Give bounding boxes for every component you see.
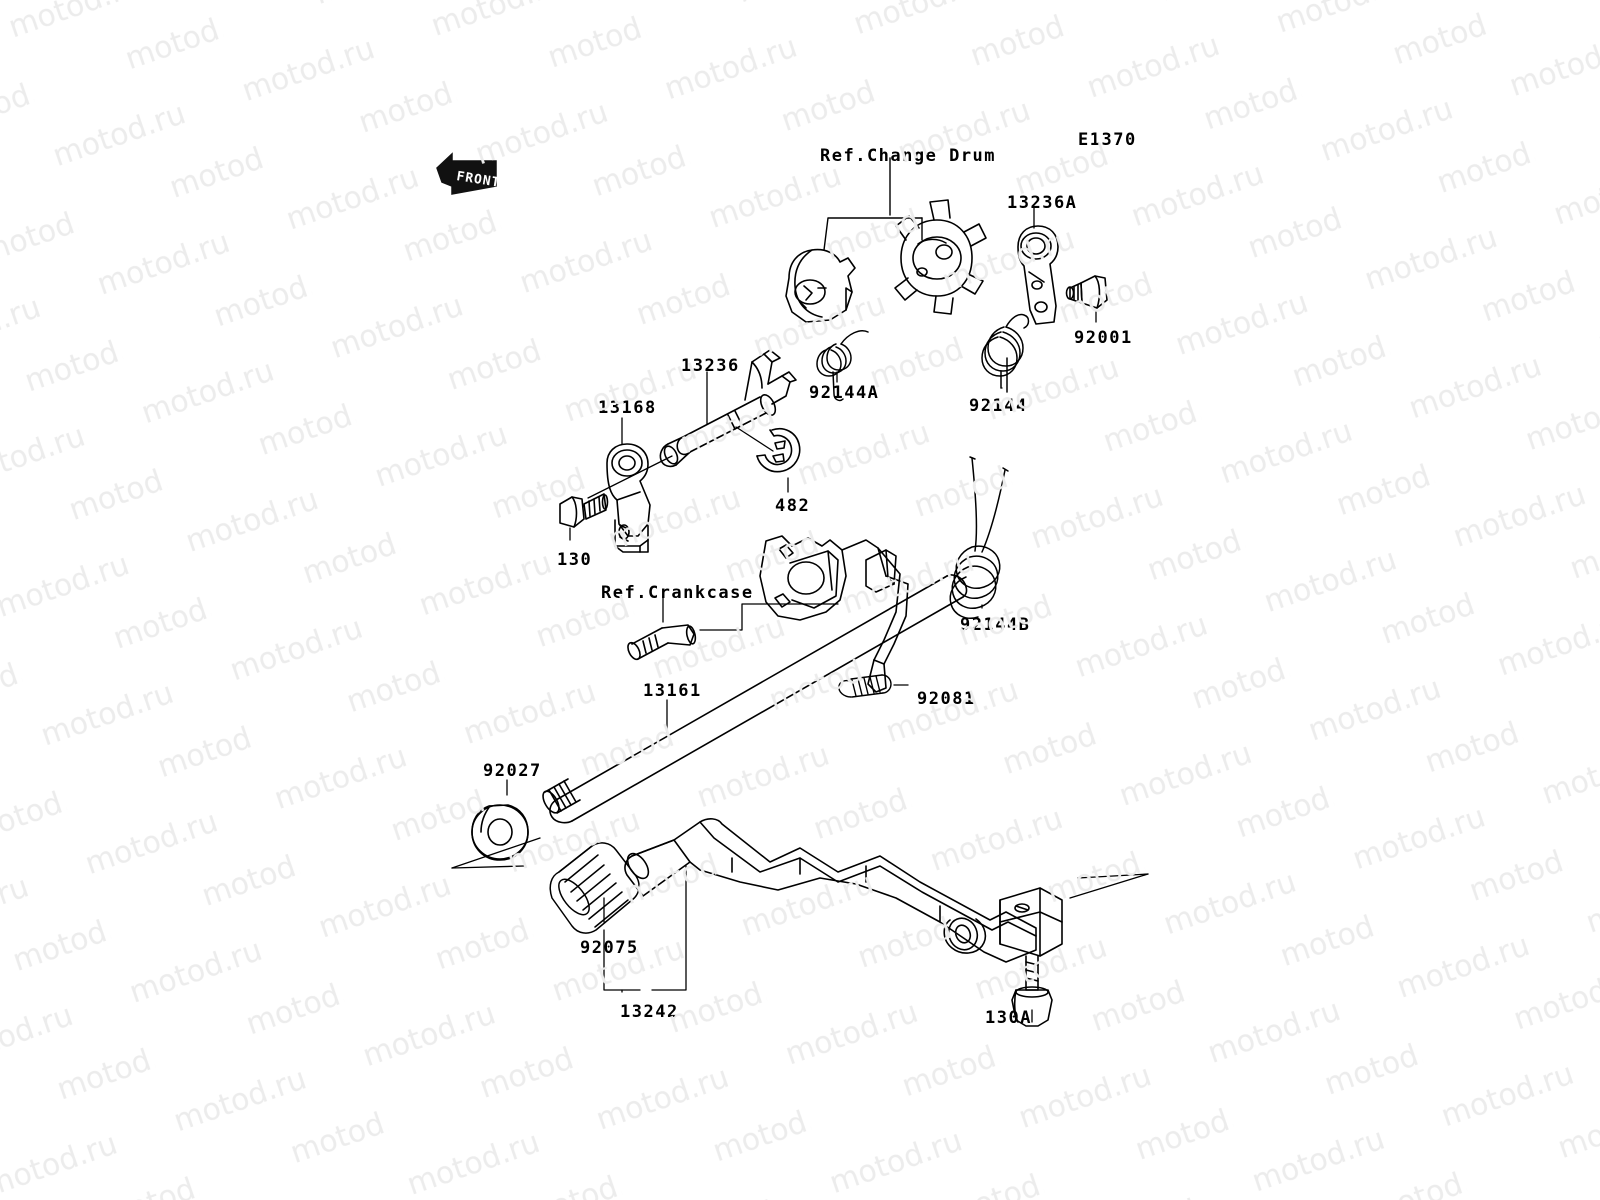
part-label-13236a: 13236A bbox=[1007, 193, 1078, 213]
part-label-92027: 92027 bbox=[483, 761, 542, 781]
part-label-13242: 13242 bbox=[620, 1002, 679, 1022]
ref-change-drum-label: Ref.Change Drum bbox=[820, 146, 997, 166]
part-label-13168: 13168 bbox=[598, 398, 657, 418]
part-label-92144a: 92144A bbox=[809, 383, 880, 403]
part-label-13161: 13161 bbox=[643, 681, 702, 701]
part-label-92144b: 92144B bbox=[960, 615, 1031, 635]
part-label-482: 482 bbox=[775, 496, 811, 516]
part-label-130: 130 bbox=[557, 550, 593, 570]
part-label-92081: 92081 bbox=[917, 689, 976, 709]
part-label-92075: 92075 bbox=[580, 938, 639, 958]
part-label-92144: 92144 bbox=[969, 396, 1028, 416]
part-label-130a: 130A bbox=[985, 1008, 1032, 1028]
diagram-code: E1370 bbox=[1078, 130, 1137, 150]
ref-crankcase-label: Ref.Crankcase bbox=[601, 583, 754, 603]
part-label-92001: 92001 bbox=[1074, 328, 1133, 348]
part-label-13236: 13236 bbox=[681, 356, 740, 376]
